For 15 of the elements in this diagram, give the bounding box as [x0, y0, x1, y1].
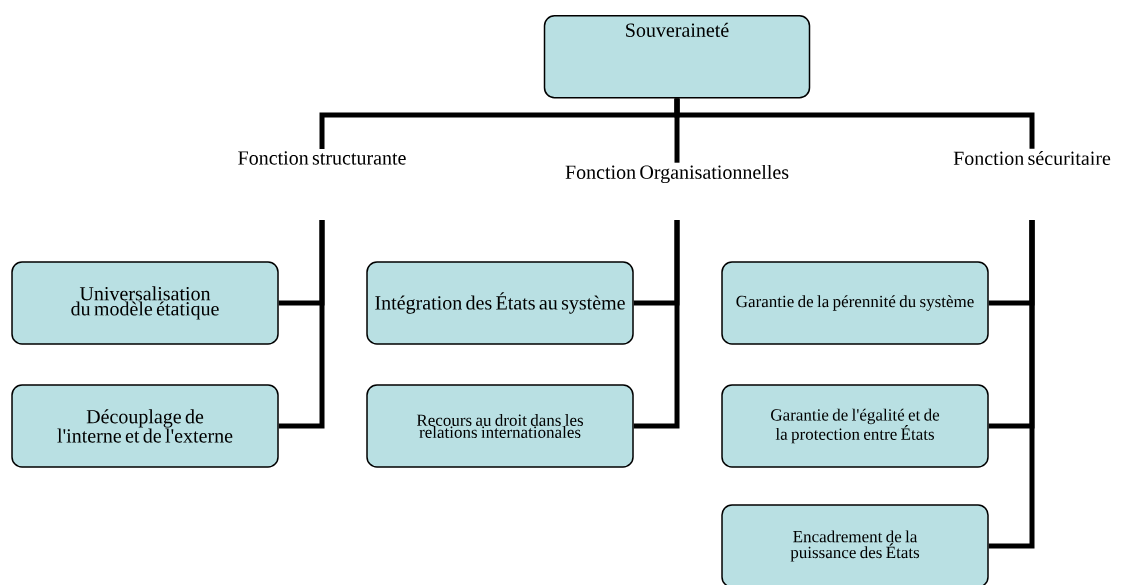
connector-line — [988, 220, 1035, 549]
function-box: Encadrement de la puissance des États — [721, 504, 989, 585]
root-box: Souveraineté — [543, 15, 811, 99]
function-box: Recours au droit dans les relations internationales — [366, 384, 634, 468]
function-box: Universalisation du modèle étatique — [11, 261, 279, 345]
function-box: Garantie de l'égalité et de la protection entre États — [721, 384, 989, 468]
heading-text: Fonction sécuritaire — [953, 150, 1111, 166]
function-box: Découplage de l'interne et de l'externe — [11, 384, 279, 468]
heading-text: Fonction Organisationnelles — [565, 164, 789, 184]
function-box: Garantie de la pérennité du système — [721, 261, 989, 345]
connector-line — [674, 98, 1035, 149]
connector-line — [633, 220, 680, 429]
connector-line — [278, 220, 325, 429]
heading-text: Fonction structurante — [238, 151, 406, 165]
function-box: Intégration des États au système — [366, 261, 634, 345]
